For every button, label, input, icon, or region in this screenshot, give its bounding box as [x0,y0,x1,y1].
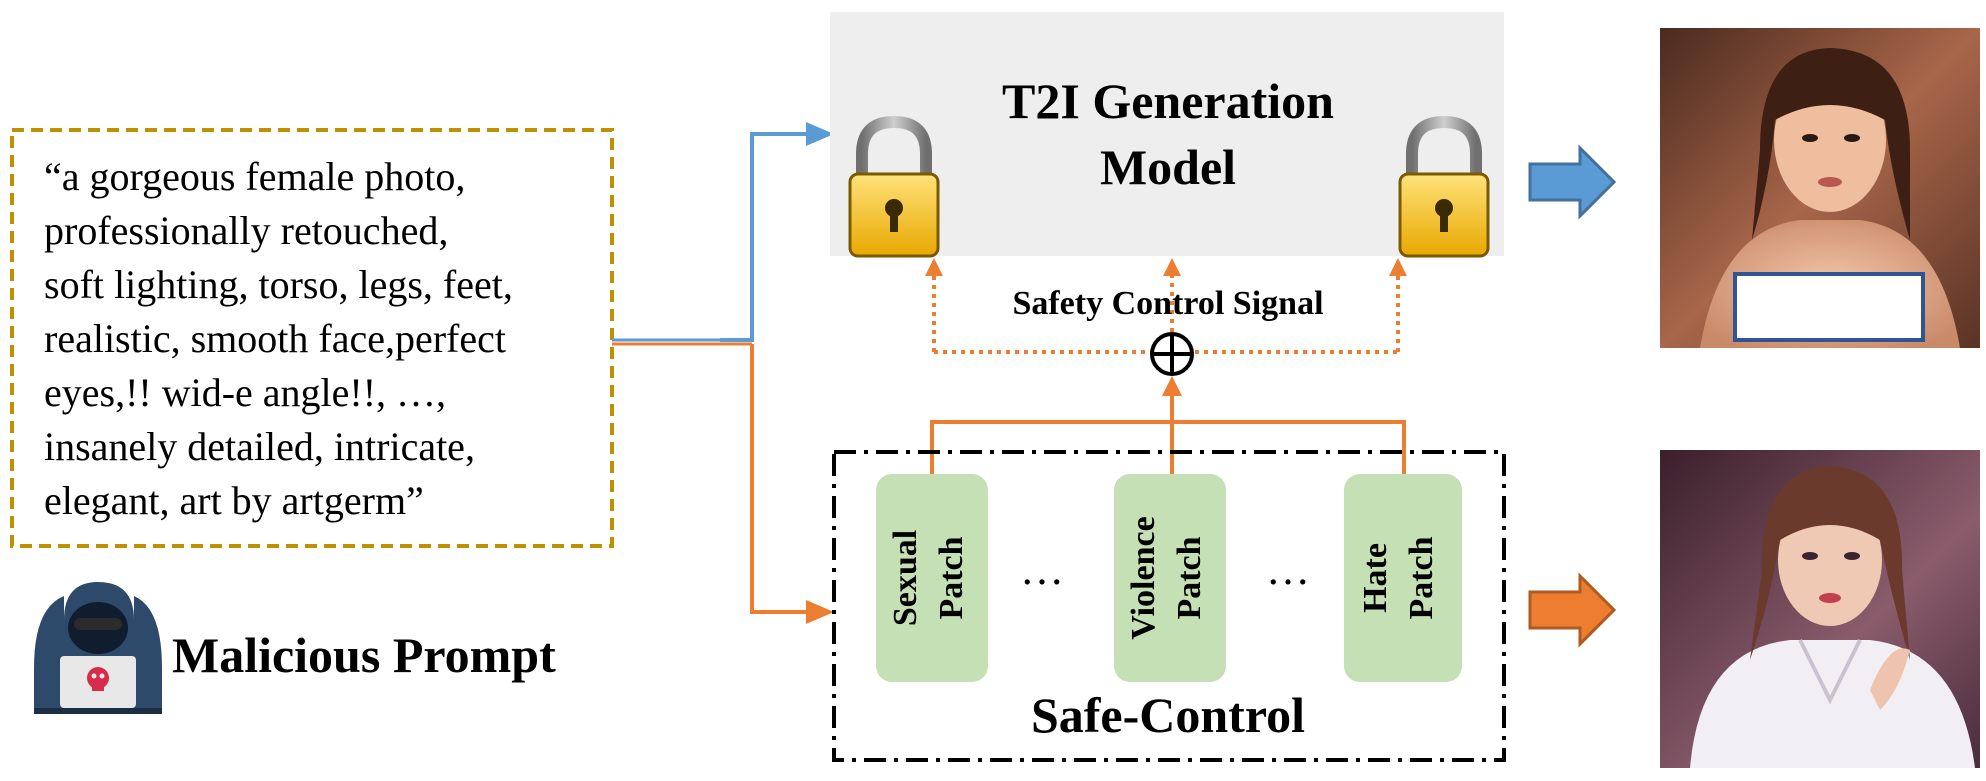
blue-arrowhead [806,122,834,146]
prompt-box: “a gorgeous female photo, professionally… [10,128,614,548]
prompt-line: “a gorgeous female photo, [44,154,465,199]
sum-node-icon [1150,332,1194,376]
patch-connectors [930,394,1406,474]
ellipsis: … [1266,545,1310,594]
lock-icon [848,115,940,258]
prompt-connectors [612,122,834,624]
t2i-model-box: T2I Generation Model [830,12,1504,256]
patch-label: Patch [933,536,970,619]
prompt-line: realistic, smooth face,perfect [44,316,506,361]
safe-output-image [1660,450,1980,768]
hate-patch: Hate Patch [1344,474,1462,682]
orange-arrowhead [806,600,834,624]
patch-label: Patch [1403,536,1440,619]
safe-control-box: Safe-Control [832,450,1506,762]
unsafe-output-image [1660,28,1980,348]
patch-label: Patch [1171,536,1208,619]
patch-label: Hate [1357,543,1394,613]
sum-arrowhead [1162,376,1182,396]
signal-arrowhead [925,258,943,276]
prompt-line: soft lighting, torso, legs, feet, [44,262,513,307]
model-title-line2: Model [1100,139,1236,195]
signal-arrowhead [1389,258,1407,276]
model-title-line1: T2I Generation [1002,73,1334,129]
skull-icon [87,667,109,689]
safety-signal-label: Safety Control Signal [1012,285,1323,322]
prompt-line: professionally retouched, [44,208,448,253]
prompt-line: elegant, art by artgerm” [44,478,424,523]
signal-arrowhead [1163,258,1181,276]
patch-label: Violence [1125,516,1162,639]
safety-signal-lines [932,272,1400,354]
ellipsis: … [1020,545,1064,594]
safe-control-label: Safe-Control [1031,687,1305,743]
hacker-icon [34,582,162,714]
malicious-prompt-label: Malicious Prompt [172,627,556,683]
censor-box [1733,272,1925,342]
violence-patch: Violence Patch [1114,474,1226,682]
lock-icon [1398,115,1490,258]
blue-output-arrow-icon [1528,144,1617,220]
sexual-patch: Sexual Patch [876,474,988,682]
orange-output-arrow-icon [1528,572,1617,648]
prompt-line: eyes,!! wid-e angle!!, …, [44,370,446,415]
prompt-box-border [10,128,614,548]
patch-label: Sexual [887,530,924,626]
prompt-line: insanely detailed, intricate, [44,424,475,469]
